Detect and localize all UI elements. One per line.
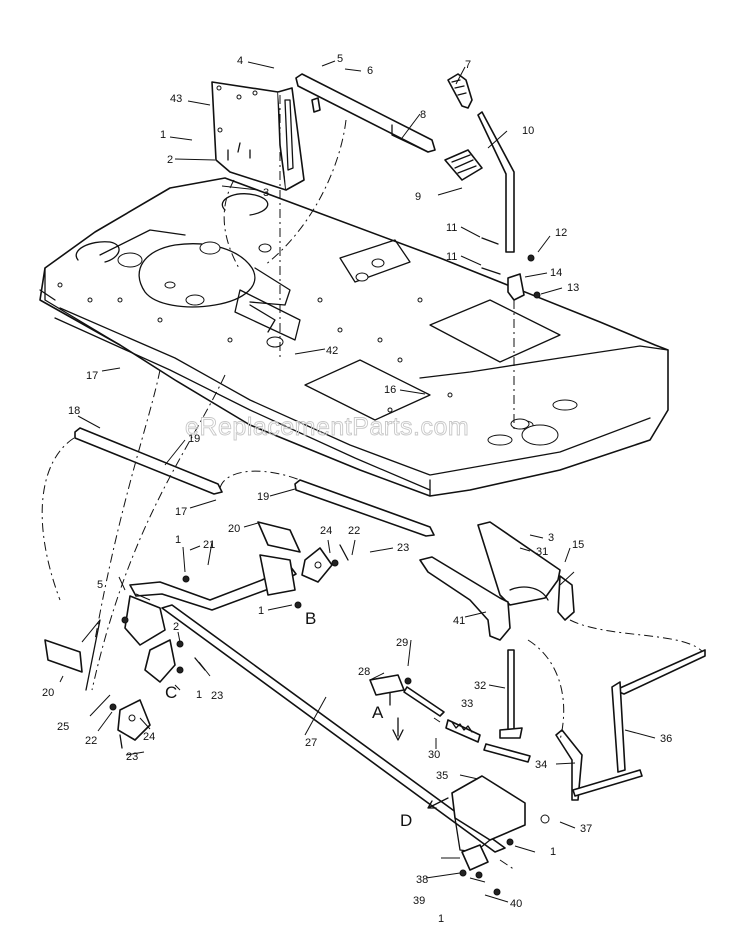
callout-41: 41 xyxy=(453,615,465,627)
callout-1c: 1 xyxy=(258,605,264,617)
callout-13: 13 xyxy=(567,282,579,294)
callout-10: 10 xyxy=(522,125,534,137)
callout-18: 18 xyxy=(68,405,80,417)
callout-23c: 23 xyxy=(126,751,138,763)
callout-38: 38 xyxy=(416,874,428,886)
callout-3: 3 xyxy=(263,187,269,199)
watermark: eReplacementParts.com xyxy=(185,413,469,441)
seat-adjust-assembly xyxy=(211,73,483,360)
callouts: 4 5 6 43 1 2 3 8 9 7 10 11 11 12 14 13 4… xyxy=(42,53,672,925)
callout-5b: 5 xyxy=(97,579,103,591)
callout-42: 42 xyxy=(326,345,338,357)
callout-28: 28 xyxy=(358,666,370,678)
callout-1: 1 xyxy=(160,129,166,141)
callout-17b: 17 xyxy=(175,506,187,518)
lift-assembly xyxy=(44,521,506,853)
callout-21: 21 xyxy=(203,539,215,551)
callout-34: 34 xyxy=(535,759,547,771)
detail-letter-a: A xyxy=(372,703,384,722)
callout-36: 36 xyxy=(660,733,672,745)
leader-lines xyxy=(59,60,656,903)
callout-17a: 17 xyxy=(86,370,98,382)
callout-25: 25 xyxy=(57,721,69,733)
callout-24a: 24 xyxy=(320,525,332,537)
callout-15: 15 xyxy=(572,539,584,551)
callout-3b: 3 xyxy=(548,532,554,544)
callout-35: 35 xyxy=(436,770,448,782)
callout-31: 31 xyxy=(536,546,548,558)
callout-39: 39 xyxy=(413,895,425,907)
callout-8: 8 xyxy=(420,109,426,121)
callout-23a: 23 xyxy=(397,542,409,554)
callout-2: 2 xyxy=(167,154,173,166)
callout-1e: 1 xyxy=(438,913,444,925)
pedal-assembly xyxy=(369,521,706,896)
callout-19b: 19 xyxy=(257,491,269,503)
detail-letter-b: B xyxy=(305,609,316,628)
callout-6: 6 xyxy=(367,65,373,77)
shift-lever-assembly xyxy=(447,73,541,430)
callout-20a: 20 xyxy=(228,523,240,535)
callout-32: 32 xyxy=(474,680,486,692)
callout-37: 37 xyxy=(580,823,592,835)
detail-letter-d: D xyxy=(400,811,412,830)
link-rods xyxy=(41,369,435,691)
fender-deck xyxy=(39,177,669,497)
callout-23b: 23 xyxy=(211,690,223,702)
callout-27: 27 xyxy=(305,737,317,749)
callout-1f: 1 xyxy=(196,689,202,701)
callout-9: 9 xyxy=(415,191,421,203)
callout-43: 43 xyxy=(170,93,182,105)
callout-5: 5 xyxy=(337,53,343,65)
callout-7: 7 xyxy=(465,59,471,71)
callout-4: 4 xyxy=(237,55,243,67)
callout-12: 12 xyxy=(555,227,567,239)
callout-20b: 20 xyxy=(42,687,54,699)
callout-24b: 24 xyxy=(143,731,155,743)
callout-16: 16 xyxy=(384,384,396,396)
callout-22b: 22 xyxy=(85,735,97,747)
callout-33: 33 xyxy=(461,698,473,710)
callout-1d: 1 xyxy=(550,846,556,858)
callout-11a: 11 xyxy=(446,222,457,234)
callout-29: 29 xyxy=(396,637,408,649)
callout-1b: 1 xyxy=(175,534,181,546)
callout-22a: 22 xyxy=(348,525,360,537)
callout-2b: 2 xyxy=(173,621,179,633)
callout-14: 14 xyxy=(550,267,562,279)
detail-letter-c: C xyxy=(165,683,177,702)
callout-40: 40 xyxy=(510,898,522,910)
callout-30: 30 xyxy=(428,749,440,761)
callout-19a: 19 xyxy=(188,433,200,445)
callout-11b: 11 xyxy=(446,251,457,263)
